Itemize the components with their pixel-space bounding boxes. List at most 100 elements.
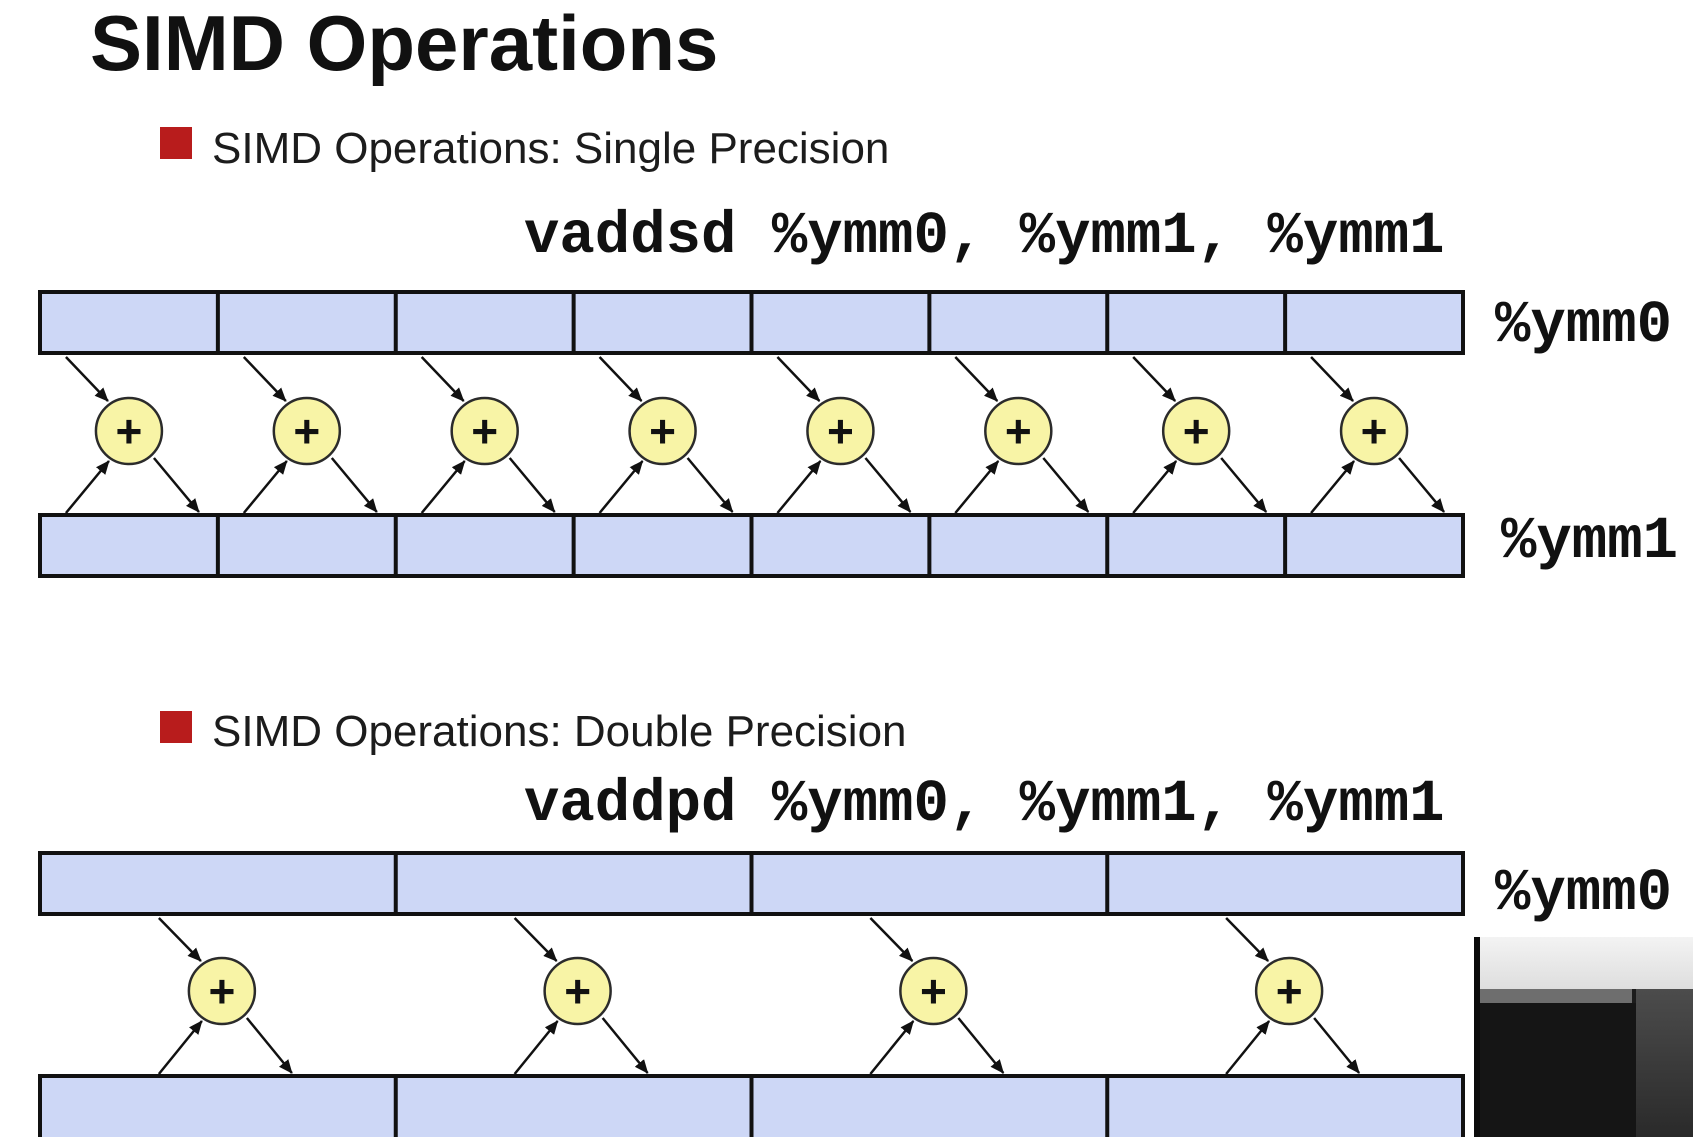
adder-operator-label: + (564, 965, 591, 1017)
ymm1-to-adder-arrow-icon (869, 1020, 915, 1075)
register-label-ymm1: %ymm1 (1501, 508, 1678, 575)
ymm0-to-adder-arrow-icon (1132, 356, 1177, 402)
ymm0-to-adder-arrow-icon (776, 356, 821, 402)
adder-operator-label: + (116, 405, 143, 457)
adder-operator-label: + (649, 405, 676, 457)
ymm1-to-adder-arrow-icon (598, 460, 644, 514)
adder-circle (1339, 396, 1409, 466)
adder-to-ymm1-arrow-icon (601, 1017, 649, 1074)
ymm1-to-adder-arrow-icon (1310, 460, 1356, 514)
register-lane (40, 1076, 396, 1137)
adder-operator-label: + (471, 405, 498, 457)
register-lane (929, 292, 1108, 353)
ymm1-to-adder-arrow-icon (242, 460, 288, 514)
register-lane (1107, 515, 1286, 576)
adder-to-ymm1-arrow-icon (686, 457, 734, 513)
bullet-square-icon (160, 127, 192, 159)
register-lane (751, 853, 1108, 914)
register-lane (1107, 1076, 1463, 1137)
section-heading: SIMD Operations: Double Precision (212, 707, 907, 756)
register-lane (40, 853, 396, 914)
ymm0-to-adder-arrow-icon (242, 356, 287, 402)
ymm1-to-adder-arrow-icon (513, 1020, 559, 1075)
webcam-wall (1636, 989, 1693, 1137)
ymm0-to-adder-arrow-icon (513, 917, 558, 962)
plus-circle-icon: + (806, 396, 875, 466)
ymm1-to-adder-arrow-icon (420, 460, 466, 514)
register-lane (395, 292, 574, 353)
ymm1-to-adder-arrow-icon (954, 460, 1000, 514)
adder-operator-label: + (1361, 405, 1388, 457)
register-lane (929, 515, 1108, 576)
adder-operator-label: + (1276, 965, 1303, 1017)
adder-circle (628, 396, 697, 466)
ymm0-to-adder-arrow-icon (954, 356, 999, 402)
register-lane (217, 292, 396, 353)
adder-to-ymm1-arrow-icon (957, 1017, 1005, 1074)
adder-circle (94, 396, 164, 466)
plus-circle-icon: + (272, 396, 342, 466)
adder-circle (272, 396, 342, 466)
register-lane (751, 292, 930, 353)
adder-circle (806, 396, 875, 466)
adder-to-ymm1-arrow-icon (1398, 457, 1446, 513)
webcam-frame-edge (1474, 937, 1480, 1137)
adder-operator-label: + (920, 965, 947, 1017)
ymm0-to-adder-arrow-icon (1310, 356, 1354, 402)
ymm0-to-adder-arrow-icon (1225, 917, 1270, 962)
register-lane (1107, 292, 1286, 353)
register-lane (1285, 515, 1463, 576)
adder-to-ymm1-arrow-icon (152, 457, 200, 513)
ymm0-to-adder-arrow-icon (598, 356, 643, 402)
plus-circle-icon: + (628, 396, 697, 466)
adder-operator-label: + (1183, 405, 1210, 457)
adder-operator-label: + (827, 405, 854, 457)
bullet-square-icon (160, 711, 192, 743)
plus-circle-icon: + (94, 396, 164, 466)
register-lane (573, 292, 752, 353)
adder-to-ymm1-arrow-icon (245, 1017, 293, 1074)
instruction-text: vaddpd %ymm0, %ymm1, %ymm1 (524, 771, 1445, 838)
register-outline (38, 851, 1465, 916)
section-single-precision: SIMD Operations: Single Precision vaddsd… (38, 124, 1678, 578)
register-outline (38, 1074, 1465, 1137)
register-lane (751, 515, 930, 576)
plus-circle-icon: + (543, 956, 612, 1026)
plus-circle-icon: + (1161, 396, 1231, 466)
section-double-precision: SIMD Operations: Double Precision vaddpd… (38, 707, 1672, 1137)
adder-circle (543, 956, 612, 1026)
webcam-thumbnail (1474, 937, 1693, 1137)
ymm0-to-adder-arrow-icon (65, 356, 109, 402)
ymm1-to-adder-arrow-icon (1225, 1020, 1271, 1075)
instruction-text: vaddsd %ymm0, %ymm1, %ymm1 (524, 203, 1445, 270)
register-lane (573, 515, 752, 576)
adder-to-ymm1-arrow-icon (1313, 1017, 1361, 1074)
adder-operator-label: + (208, 965, 235, 1017)
register-label-ymm0: %ymm0 (1495, 860, 1672, 927)
webcam-blackboard (1480, 1003, 1636, 1137)
register-lane (395, 1076, 752, 1137)
plus-circle-icon: + (984, 396, 1053, 466)
ymm0-to-adder-arrow-icon (420, 356, 465, 402)
adder-circle (984, 396, 1053, 466)
ymm0-to-adder-arrow-icon (869, 917, 914, 962)
plus-circle-icon: + (1339, 396, 1409, 466)
adder-circle (1254, 956, 1324, 1026)
plus-circle-icon: + (450, 396, 519, 466)
adder-to-ymm1-arrow-icon (1220, 457, 1268, 513)
ymm1-to-adder-arrow-icon (157, 1020, 203, 1075)
adder-operator-label: + (1005, 405, 1032, 457)
register-lane (1285, 292, 1463, 353)
register-lane (395, 515, 574, 576)
adder-operator-label: + (293, 405, 320, 457)
slide-title: SIMD Operations (90, 0, 718, 87)
adder-to-ymm1-arrow-icon (1042, 457, 1090, 513)
ymm1-to-adder-arrow-icon (1132, 460, 1178, 514)
section-heading: SIMD Operations: Single Precision (212, 124, 889, 173)
webcam-projection-screen (1480, 937, 1693, 989)
webcam-board-ledge (1480, 989, 1632, 1003)
register-ymm1-row (38, 513, 1465, 578)
adder-circle (1161, 396, 1231, 466)
register-lane (395, 853, 752, 914)
